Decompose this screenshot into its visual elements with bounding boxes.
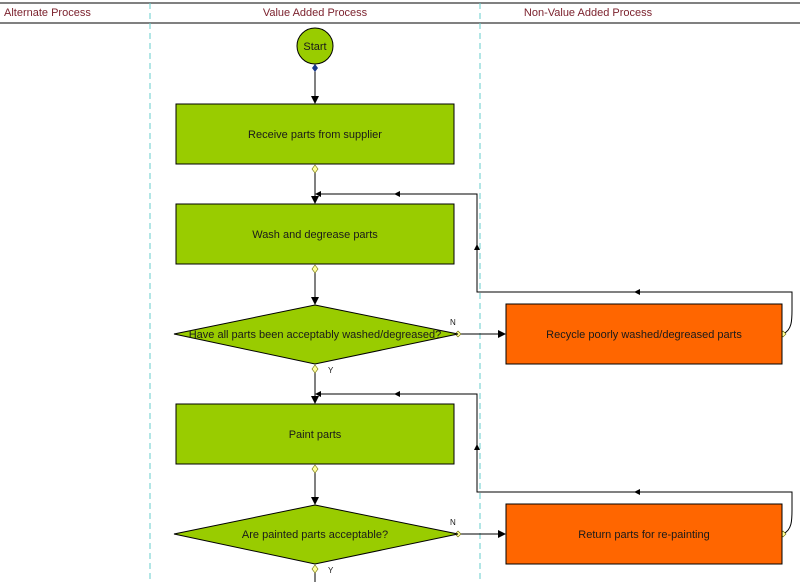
lane-title-non-value-added: Non-Value Added Process <box>524 7 653 19</box>
decision-wash-acceptable[interactable]: Have all parts been acceptably washed/de… <box>173 304 459 365</box>
edge-recycle-loop-to-wash <box>315 191 793 335</box>
process-wash-parts[interactable]: Wash and degrease parts <box>175 203 455 265</box>
process-paint-parts[interactable]: Paint parts <box>175 403 455 465</box>
process-return-label: Return parts for re-painting <box>578 529 709 541</box>
process-return-parts[interactable]: Return parts for re-painting <box>505 503 783 565</box>
process-recycle-parts[interactable]: Recycle poorly washed/degreased parts <box>505 303 783 365</box>
process-receive-parts[interactable]: Receive parts from supplier <box>175 103 455 165</box>
start-label: Start <box>303 41 326 53</box>
process-wash-label: Wash and degrease parts <box>252 229 378 241</box>
edge-repaint-loop-to-paint <box>315 391 793 535</box>
process-recycle-label: Recycle poorly washed/degreased parts <box>546 329 742 341</box>
process-paint-label: Paint parts <box>289 429 342 441</box>
edge-label-paint-yes: Y <box>328 566 334 575</box>
decision-paint-acceptable[interactable]: Are painted parts acceptable? <box>173 504 459 565</box>
lane-title-value-added: Value Added Process <box>263 7 368 19</box>
decision-wash-label: Have all parts been acceptably washed/de… <box>189 329 442 341</box>
edge-label-wash-no: N <box>450 318 456 327</box>
edge-label-paint-no: N <box>450 518 456 527</box>
lane-title-alternate: Alternate Process <box>4 7 91 19</box>
start-node[interactable]: Start <box>296 27 334 65</box>
decision-paint-label: Are painted parts acceptable? <box>242 529 388 541</box>
process-receive-label: Receive parts from supplier <box>248 129 382 141</box>
edge-label-wash-yes: Y <box>328 366 334 375</box>
